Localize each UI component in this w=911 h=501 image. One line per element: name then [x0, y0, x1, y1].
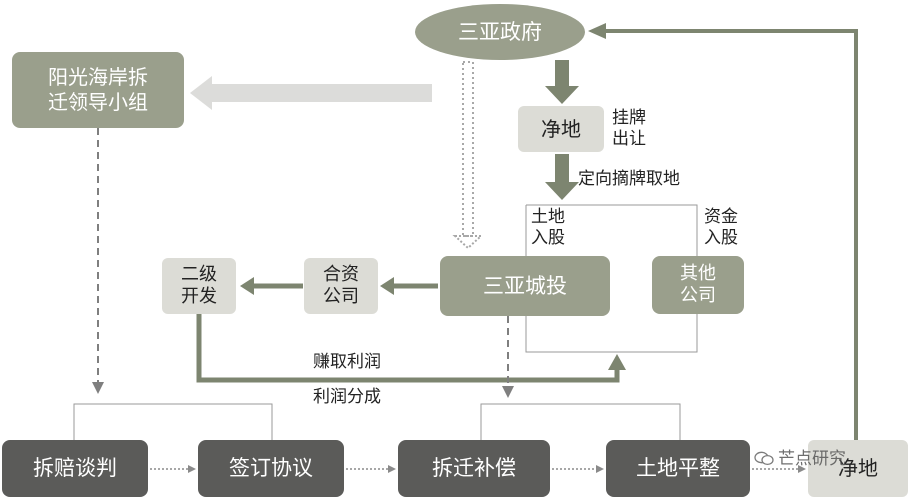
other-companies-line1: 其他	[680, 262, 716, 284]
step-demolition-compensation-label: 拆迁补偿	[432, 456, 516, 481]
step-sign-agreement: 签订协议	[198, 440, 344, 497]
arrow-group-to-step1	[92, 128, 104, 394]
other-companies-node: 其他 公司	[652, 256, 744, 314]
sanya-ct-node: 三亚城投	[440, 256, 610, 316]
step-compensation-negotiation: 拆赔谈判	[2, 440, 148, 497]
gov-label: 三亚政府	[458, 19, 542, 44]
watermark-text: 芒点研究	[778, 449, 846, 469]
arrow-gov-to-group	[190, 76, 432, 110]
arrow-step1-to-step2	[150, 465, 196, 473]
arrow-sanya-ct-to-step3	[502, 316, 514, 398]
secondary-development-line2: 开发	[181, 286, 217, 307]
listing-line2: 出让	[612, 129, 646, 150]
sanya-ct-label: 三亚城投	[483, 273, 567, 298]
profit-share-label: 利润分成	[313, 387, 381, 407]
arrow-gov-to-jingdi	[545, 60, 579, 104]
arrow-step5-to-gov	[588, 23, 858, 440]
joint-venture-line1: 合资	[323, 263, 359, 285]
capital-equity-line1: 资金	[704, 207, 738, 227]
leadership-group-line2: 迁领导小组	[48, 90, 148, 114]
joint-venture-line2: 公司	[323, 286, 359, 307]
step-bracket-right	[480, 403, 681, 440]
other-companies-line2: 公司	[680, 285, 716, 306]
arrow-gov-to-sanya-ct	[452, 61, 484, 250]
clean-land-label: 净地	[541, 116, 581, 141]
profit-earn-label: 赚取利润	[313, 352, 381, 372]
step-land-leveling: 土地平整	[606, 440, 750, 497]
listing-line1: 挂牌	[612, 108, 646, 128]
land-equity-line1: 土地	[531, 207, 565, 227]
arrow-step3-to-step4	[552, 465, 604, 473]
step-land-leveling-label: 土地平整	[636, 456, 720, 481]
joint-venture-node: 合资 公司	[304, 258, 378, 314]
secondary-development-node: 二级 开发	[162, 258, 236, 314]
step-bracket-left	[73, 403, 273, 440]
watermark: 芒点研究	[754, 444, 846, 469]
leadership-group-node: 阳光海岸拆 迁领导小组	[12, 52, 184, 128]
clean-land-node: 净地	[518, 106, 604, 152]
wechat-icon	[754, 451, 774, 466]
gov-node: 三亚政府	[415, 4, 585, 60]
arrow-step2-to-step3	[346, 465, 396, 473]
arrow-sanya-ct-to-joint	[380, 277, 438, 295]
secondary-development-line1: 二级	[181, 263, 217, 285]
leadership-group-line1: 阳光海岸拆	[48, 65, 148, 89]
step-compensation-negotiation-label: 拆赔谈判	[33, 456, 117, 481]
step-clean-land-label: 净地	[838, 456, 878, 480]
land-equity-line2: 入股	[531, 228, 565, 249]
arrow-joint-to-secondary	[240, 277, 303, 295]
step-demolition-compensation: 拆迁补偿	[398, 440, 550, 497]
listing-label: 挂牌 出让	[612, 108, 646, 151]
directed-delisting-label: 定向摘牌取地	[578, 169, 680, 189]
arrow-profit-loop	[196, 314, 626, 383]
capital-equity-line2: 入股	[704, 228, 738, 249]
arrow-jingdi-to-sanya-ct	[545, 154, 579, 200]
arrow-step4-to-step5	[752, 465, 806, 473]
step-sign-agreement-label: 签订协议	[229, 456, 313, 481]
step-clean-land: 净地	[808, 440, 908, 497]
capital-equity-label: 资金 入股	[704, 207, 738, 250]
land-equity-label: 土地 入股	[531, 207, 565, 250]
